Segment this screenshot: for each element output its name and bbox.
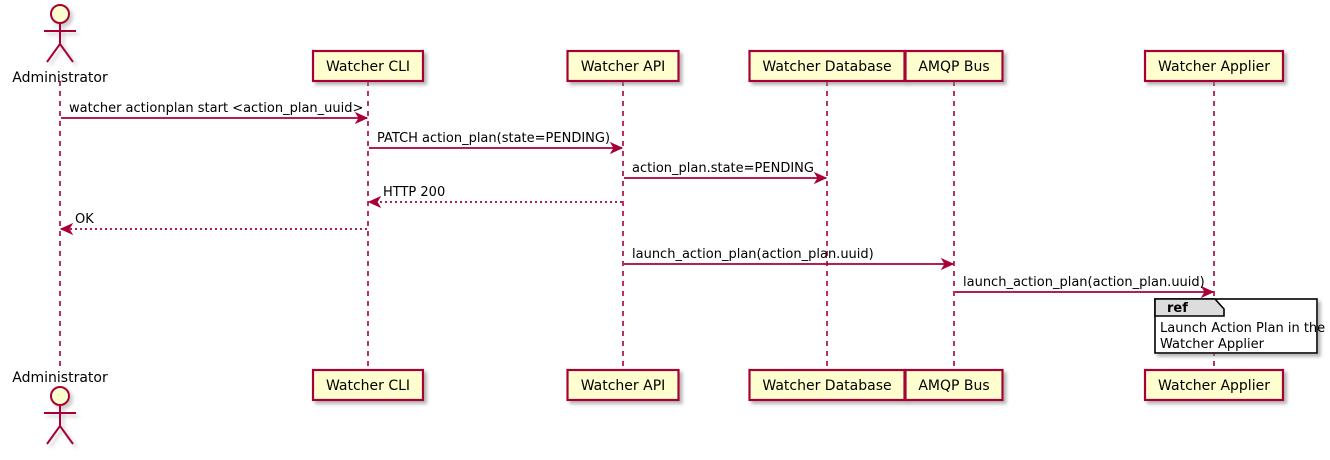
message-label-msg-7: launch_action_plan(action_plan.uuid) bbox=[963, 275, 1205, 290]
message-arrowhead-msg-3 bbox=[813, 171, 828, 185]
message-arrowhead-msg-2 bbox=[609, 141, 624, 155]
message-msg-6: launch_action_plan(action_plan.uuid) bbox=[624, 247, 955, 271]
message-msg-2: PATCH action_plan(state=PENDING) bbox=[369, 131, 624, 155]
participant-box-amqp-bus bbox=[904, 368, 1004, 402]
participant-box-amqp-bus bbox=[904, 49, 1004, 83]
message-arrowhead-msg-6 bbox=[940, 257, 955, 271]
participant-label-amqp-bus: AMQP Bus bbox=[918, 59, 989, 75]
actor-administrator-bottom: Administrator bbox=[12, 370, 108, 445]
participant-box-watcher-applier bbox=[1143, 49, 1285, 83]
participant-label-watcher-cli: Watcher CLI bbox=[326, 59, 410, 75]
participant-box-watcher-api bbox=[566, 368, 680, 402]
participant-label-watcher-applier: Watcher Applier bbox=[1158, 378, 1270, 394]
actor-label-administrator: Administrator bbox=[12, 370, 108, 386]
participant-box-watcher-cli bbox=[311, 368, 425, 402]
reference-box-header bbox=[1154, 298, 1225, 317]
participant-box-watcher-cli bbox=[311, 49, 425, 83]
participant-label-watcher-db: Watcher Database bbox=[762, 378, 891, 394]
participant-amqp-bus-bottom[interactable]: AMQP Bus bbox=[904, 368, 1004, 402]
participant-label-watcher-api: Watcher API bbox=[581, 59, 666, 75]
message-arrowhead-msg-4 bbox=[367, 195, 382, 209]
actor-label-administrator: Administrator bbox=[12, 70, 108, 86]
message-msg-7: launch_action_plan(action_plan.uuid) bbox=[955, 275, 1215, 299]
reference-box-keyword: ref bbox=[1167, 301, 1188, 316]
participant-label-watcher-db: Watcher Database bbox=[762, 59, 891, 75]
message-msg-1: watcher actionplan start <action_plan_uu… bbox=[61, 101, 369, 125]
message-msg-5: OK bbox=[59, 212, 367, 236]
message-label-msg-3: action_plan.state=PENDING bbox=[632, 161, 814, 176]
message-label-msg-4: HTTP 200 bbox=[383, 185, 445, 200]
participant-label-amqp-bus: AMQP Bus bbox=[918, 378, 989, 394]
participant-watcher-applier-top[interactable]: Watcher Applier bbox=[1143, 49, 1285, 83]
participant-box-watcher-api bbox=[566, 49, 680, 83]
message-label-msg-1: watcher actionplan start <action_plan_uu… bbox=[69, 101, 363, 116]
participant-watcher-applier-bottom[interactable]: Watcher Applier bbox=[1143, 368, 1285, 402]
participants-top-group: Administrator Watcher CLI Watcher API Watch… bbox=[12, 4, 1285, 86]
message-arrowhead-msg-7 bbox=[1200, 285, 1215, 299]
participant-watcher-cli-top[interactable]: Watcher CLI bbox=[311, 49, 425, 83]
participant-box-watcher-db bbox=[748, 368, 906, 402]
actor-administrator-top: Administrator bbox=[12, 4, 108, 86]
reference-box-line2: Watcher Applier bbox=[1160, 337, 1265, 352]
participant-watcher-db-bottom[interactable]: Watcher Database bbox=[748, 368, 906, 402]
participant-amqp-bus-top[interactable]: AMQP Bus bbox=[904, 49, 1004, 83]
message-msg-4: HTTP 200 bbox=[367, 185, 622, 209]
participant-watcher-api-top[interactable]: Watcher API bbox=[566, 49, 680, 83]
participant-watcher-api-bottom[interactable]: Watcher API bbox=[566, 368, 680, 402]
participant-watcher-db-top[interactable]: Watcher Database bbox=[748, 49, 906, 83]
participant-label-watcher-applier: Watcher Applier bbox=[1158, 59, 1270, 75]
message-label-msg-6: launch_action_plan(action_plan.uuid) bbox=[632, 247, 874, 262]
participant-box-watcher-applier bbox=[1143, 368, 1285, 402]
message-msg-3: action_plan.state=PENDING bbox=[624, 161, 828, 185]
message-arrowhead-msg-1 bbox=[354, 111, 369, 125]
participant-watcher-cli-bottom[interactable]: Watcher CLI bbox=[311, 368, 425, 402]
message-label-msg-2: PATCH action_plan(state=PENDING) bbox=[377, 131, 610, 146]
participant-label-watcher-api: Watcher API bbox=[581, 378, 666, 394]
reference-box-line1: Launch Action Plan in the bbox=[1160, 321, 1325, 336]
participant-label-watcher-cli: Watcher CLI bbox=[326, 378, 410, 394]
message-label-msg-5: OK bbox=[75, 212, 94, 227]
lifelines-group bbox=[59, 81, 1215, 370]
message-arrowhead-msg-5 bbox=[59, 222, 74, 236]
messages-group: watcher actionplan start <action_plan_uu… bbox=[59, 101, 1215, 299]
